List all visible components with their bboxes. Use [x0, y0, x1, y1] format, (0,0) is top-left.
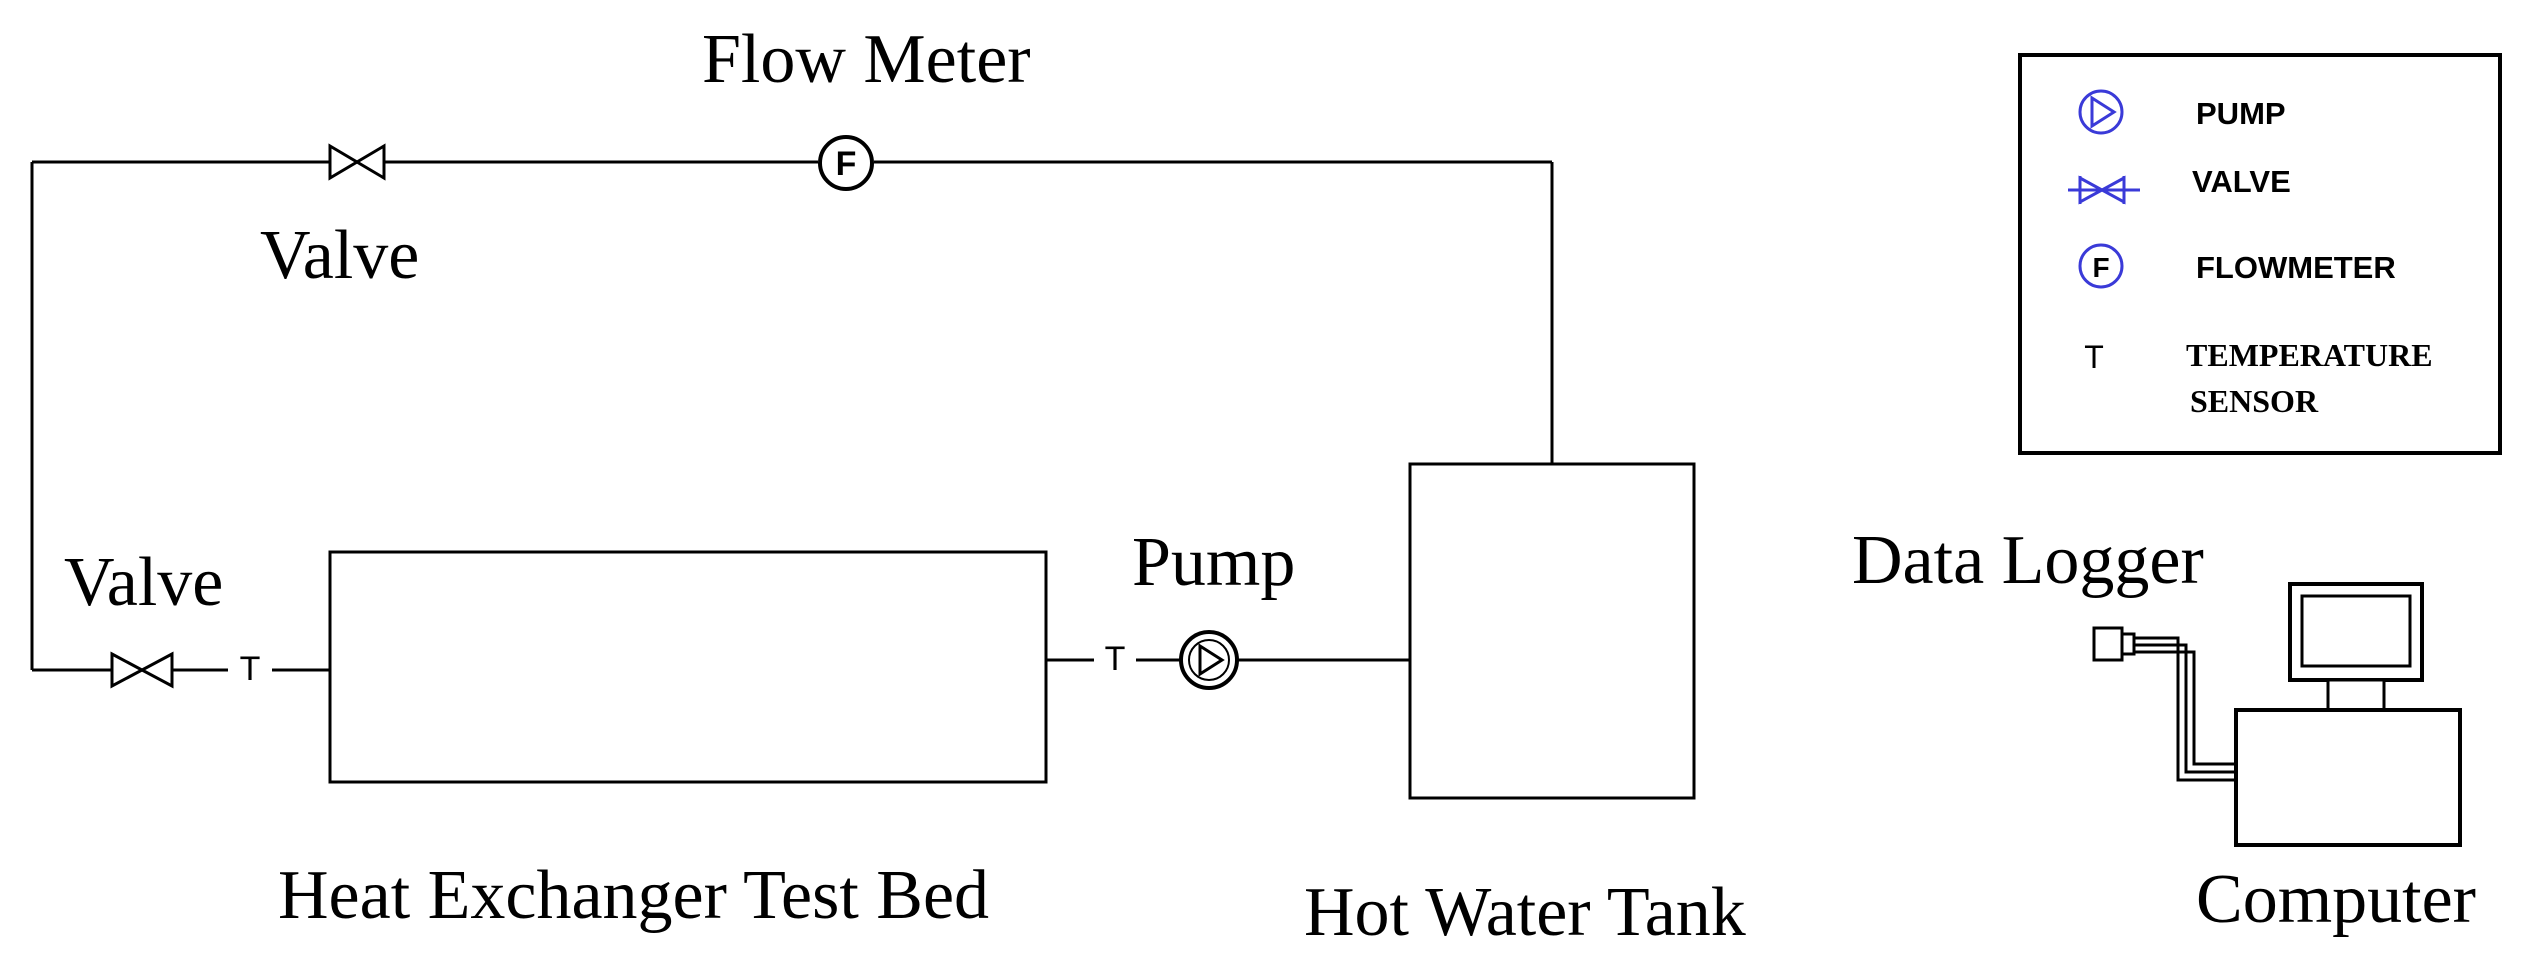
legend-flowmeter-label: FLOWMETER: [2196, 250, 2396, 285]
data-logger-icon: [2092, 626, 2236, 782]
valve-left-label: Valve: [64, 544, 223, 621]
heat-exchanger-box: [328, 550, 1048, 784]
data-logger-label: Data Logger: [1852, 522, 2204, 599]
legend-valve-label: VALVE: [2192, 164, 2291, 199]
legend-flowmeter-icon: F: [2078, 243, 2124, 289]
computer-icon: [2234, 582, 2462, 847]
legend-temperature-label-1: TEMPERATURE: [2186, 337, 2433, 373]
valve-icon: [328, 143, 386, 181]
flowmeter-icon: F: [818, 135, 874, 191]
legend-pump-label: PUMP: [2196, 96, 2286, 131]
pump-icon: [1179, 630, 1239, 690]
temperature-sensor-icon: T: [1105, 640, 1126, 678]
legend: PUMP VALVE F FLOWMETER T TEMPERATURE SEN…: [2018, 53, 2502, 455]
legend-temperature-icon: T: [2084, 339, 2104, 375]
legend-pump-icon: [2078, 89, 2124, 135]
temperature-sensor-icon: T: [240, 650, 261, 688]
hot-water-tank-label: Hot Water Tank: [1304, 874, 1746, 951]
legend-flowmeter-letter: F: [2092, 252, 2109, 283]
flowmeter-letter: F: [836, 145, 857, 183]
heat-exchanger-label: Heat Exchanger Test Bed: [278, 857, 989, 934]
pump-label: Pump: [1132, 524, 1295, 601]
pipe-loop: [30, 160, 1554, 672]
computer-label: Computer: [2196, 861, 2476, 938]
hot-water-tank-box: [1408, 462, 1696, 800]
valve-top-label: Valve: [260, 217, 419, 294]
legend-valve-icon: [2068, 175, 2140, 205]
flow-meter-label: Flow Meter: [702, 21, 1031, 98]
legend-temperature-label-2: SENSOR: [2190, 383, 2319, 419]
valve-icon: [110, 651, 174, 689]
